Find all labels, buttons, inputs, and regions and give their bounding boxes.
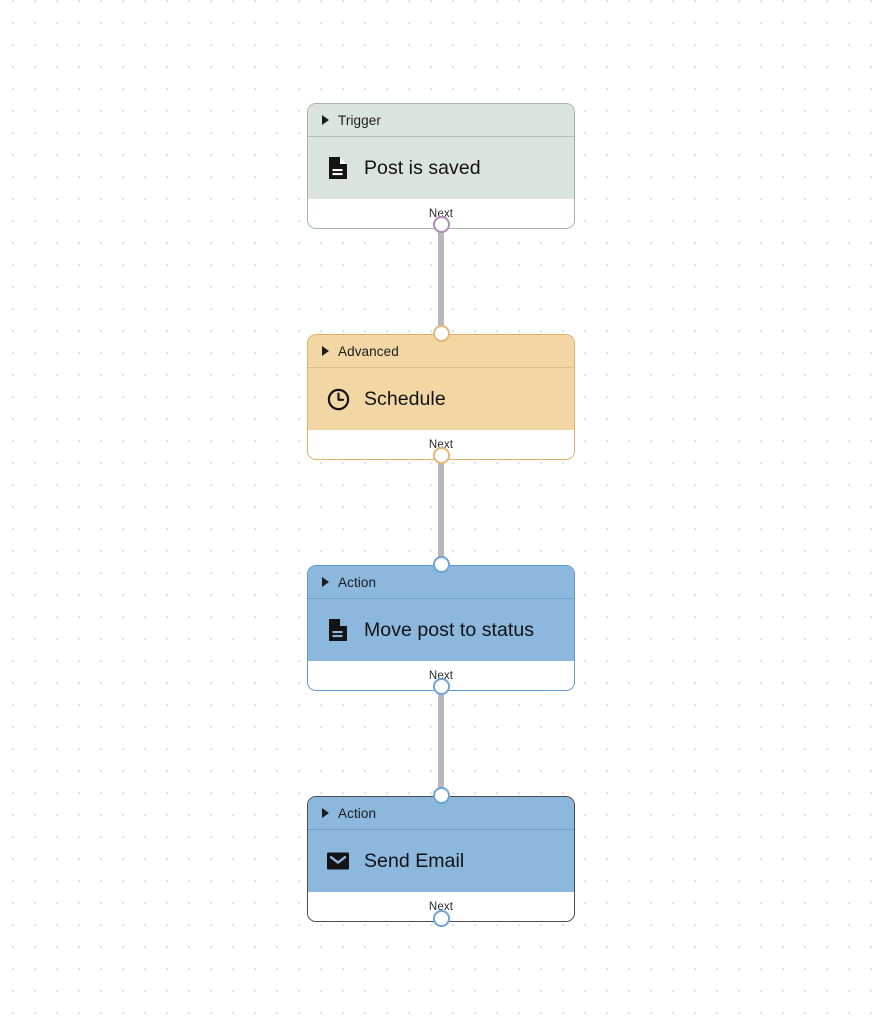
document-icon [326,618,350,642]
edge-trigger-to-advanced [438,222,444,334]
output-port-trigger-post-is-saved[interactable] [433,216,450,233]
node-next-label: Next [428,438,454,451]
node-divider [308,136,574,137]
node-category-label: Advanced [338,343,399,359]
node-category-label: Trigger [338,112,381,128]
node-title: Schedule [364,387,446,410]
node-body[interactable]: Send Email [308,830,574,892]
chevron-right-icon[interactable] [322,577,329,587]
chevron-right-icon[interactable] [322,808,329,818]
node-body[interactable]: Move post to status [308,599,574,661]
node-action-send-email[interactable]: Action Send Email Next [307,796,575,922]
chevron-right-icon[interactable] [322,115,329,125]
node-body[interactable]: Schedule [308,368,574,430]
output-port-action-send-email[interactable] [433,910,450,927]
node-header[interactable]: Trigger [308,104,574,136]
input-port-action-move-post-to-status[interactable] [433,556,450,573]
document-icon [326,156,350,180]
node-next-label: Next [428,669,454,682]
node-title: Post is saved [364,156,481,179]
node-next-label: Next [428,900,454,913]
node-trigger-post-is-saved[interactable]: Trigger Post is saved Next [307,103,575,229]
chevron-right-icon[interactable] [322,346,329,356]
output-port-advanced-schedule[interactable] [433,447,450,464]
node-title: Move post to status [364,618,535,641]
node-action-move-post-to-status[interactable]: Action Move post to status Next [307,565,575,691]
node-next-label: Next [428,207,454,220]
node-body[interactable]: Post is saved [308,137,574,199]
input-port-advanced-schedule[interactable] [433,325,450,342]
output-port-action-move-post-to-status[interactable] [433,678,450,695]
input-port-action-send-email[interactable] [433,787,450,804]
envelope-icon [326,849,350,873]
edge-action-1-to-action-2 [438,684,444,796]
node-title: Send Email [364,849,465,872]
node-divider [308,829,574,830]
node-divider [308,367,574,368]
node-divider [308,598,574,599]
node-category-label: Action [338,805,377,821]
node-advanced-schedule[interactable]: Advanced Schedule Next [307,334,575,460]
edge-advanced-to-action-1 [438,453,444,565]
clock-icon [326,387,350,411]
node-category-label: Action [338,574,377,590]
